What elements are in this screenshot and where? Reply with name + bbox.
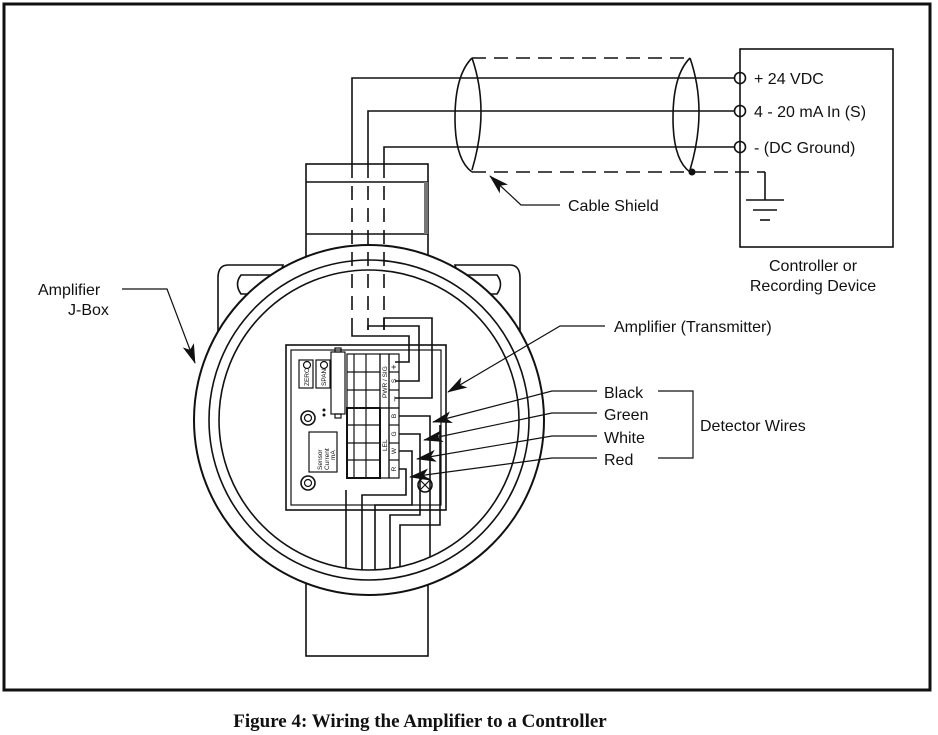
detector-wires-bracket [658,390,694,459]
terminal-label-dc-ground: - (DC Ground) [754,140,855,157]
wire-label-red: Red [604,452,633,469]
controller-title-line1: Controller or [769,258,858,275]
shield-drain-connection [688,168,696,176]
sensor-label-2: Current [324,448,331,470]
lel-label: LEL [382,439,389,451]
mounting-ear-right [453,264,521,341]
wire-label-white: White [604,430,645,447]
jbox-middle-ring [208,259,530,581]
field-wires [351,77,735,399]
controller-title-line2: Recording Device [750,278,876,295]
sensor-current-testpoint [308,431,338,473]
jbox-label-line1: Amplifier [38,282,101,299]
terminal-4-20ma[interactable] [733,104,747,118]
terminal-b[interactable]: B [391,414,398,418]
figure-caption: Figure 4: Wiring the Amplifier to a Cont… [233,711,607,732]
leader-black [432,390,597,424]
amplifier-leader [447,325,605,393]
terminal-g[interactable]: G [391,431,398,436]
board-inner [290,349,442,506]
span-pot[interactable] [315,359,331,389]
cable-shield [454,57,784,221]
sensor-label-1: Sensor [317,449,324,470]
wire-label-black: Black [604,385,644,402]
terminal-block-power: PWR / SIG + S – [346,353,400,409]
terminal-r[interactable]: R [391,466,398,471]
terminal-label-24vdc: + 24 VDC [754,71,824,88]
terminal-label-4-20ma: 4 - 20 mA In (S) [754,104,866,121]
terminal-block-lel: LEL B G W R [346,407,400,479]
jbox-label-line2: J-Box [68,302,109,319]
leader-green [423,412,597,442]
terminal-w[interactable]: W [391,447,398,454]
wire-label-green: Green [604,407,648,424]
controller-box [739,48,894,248]
terminal-s[interactable]: S [391,378,398,383]
zero-label: ZERO [304,368,311,386]
board-outer [285,344,447,511]
figure-frame [2,2,932,692]
amplifier-label: Amplifier (Transmitter) [614,319,772,336]
leader-red [409,457,597,481]
terminal-24vdc[interactable] [733,71,747,85]
field-wires-in-conduit [351,164,385,330]
cable-shield-label: Cable Shield [568,198,659,215]
board-screw-bottom [300,475,316,491]
terminal-plus[interactable]: + [389,364,399,369]
leader-white [416,435,597,462]
board-screw-top [300,410,316,426]
terminal-dc-ground[interactable] [733,140,747,154]
sensor-label-3: mA [330,450,337,460]
cable-shield-leader [489,175,560,206]
zero-pot-screw[interactable] [302,360,312,370]
amplifier-board: ZERO SPAN Sensor Current mA [285,344,447,511]
jbox-leader [122,288,196,364]
span-label: SPAN [321,368,328,386]
pwr-sig-label: PWR / SIG [382,366,389,398]
mounting-ear-left [217,264,285,341]
controller-device: + 24 VDC 4 - 20 mA In (S) - (DC Ground) … [733,48,894,295]
zero-pot[interactable] [298,359,314,389]
detector-wire-callouts: Black Green White Red Detector Wires [409,385,806,481]
detector-wires-internal [345,415,441,570]
terminal-minus[interactable]: – [389,396,399,401]
detector-wires-label: Detector Wires [700,418,806,435]
span-pot-screw[interactable] [319,360,329,370]
